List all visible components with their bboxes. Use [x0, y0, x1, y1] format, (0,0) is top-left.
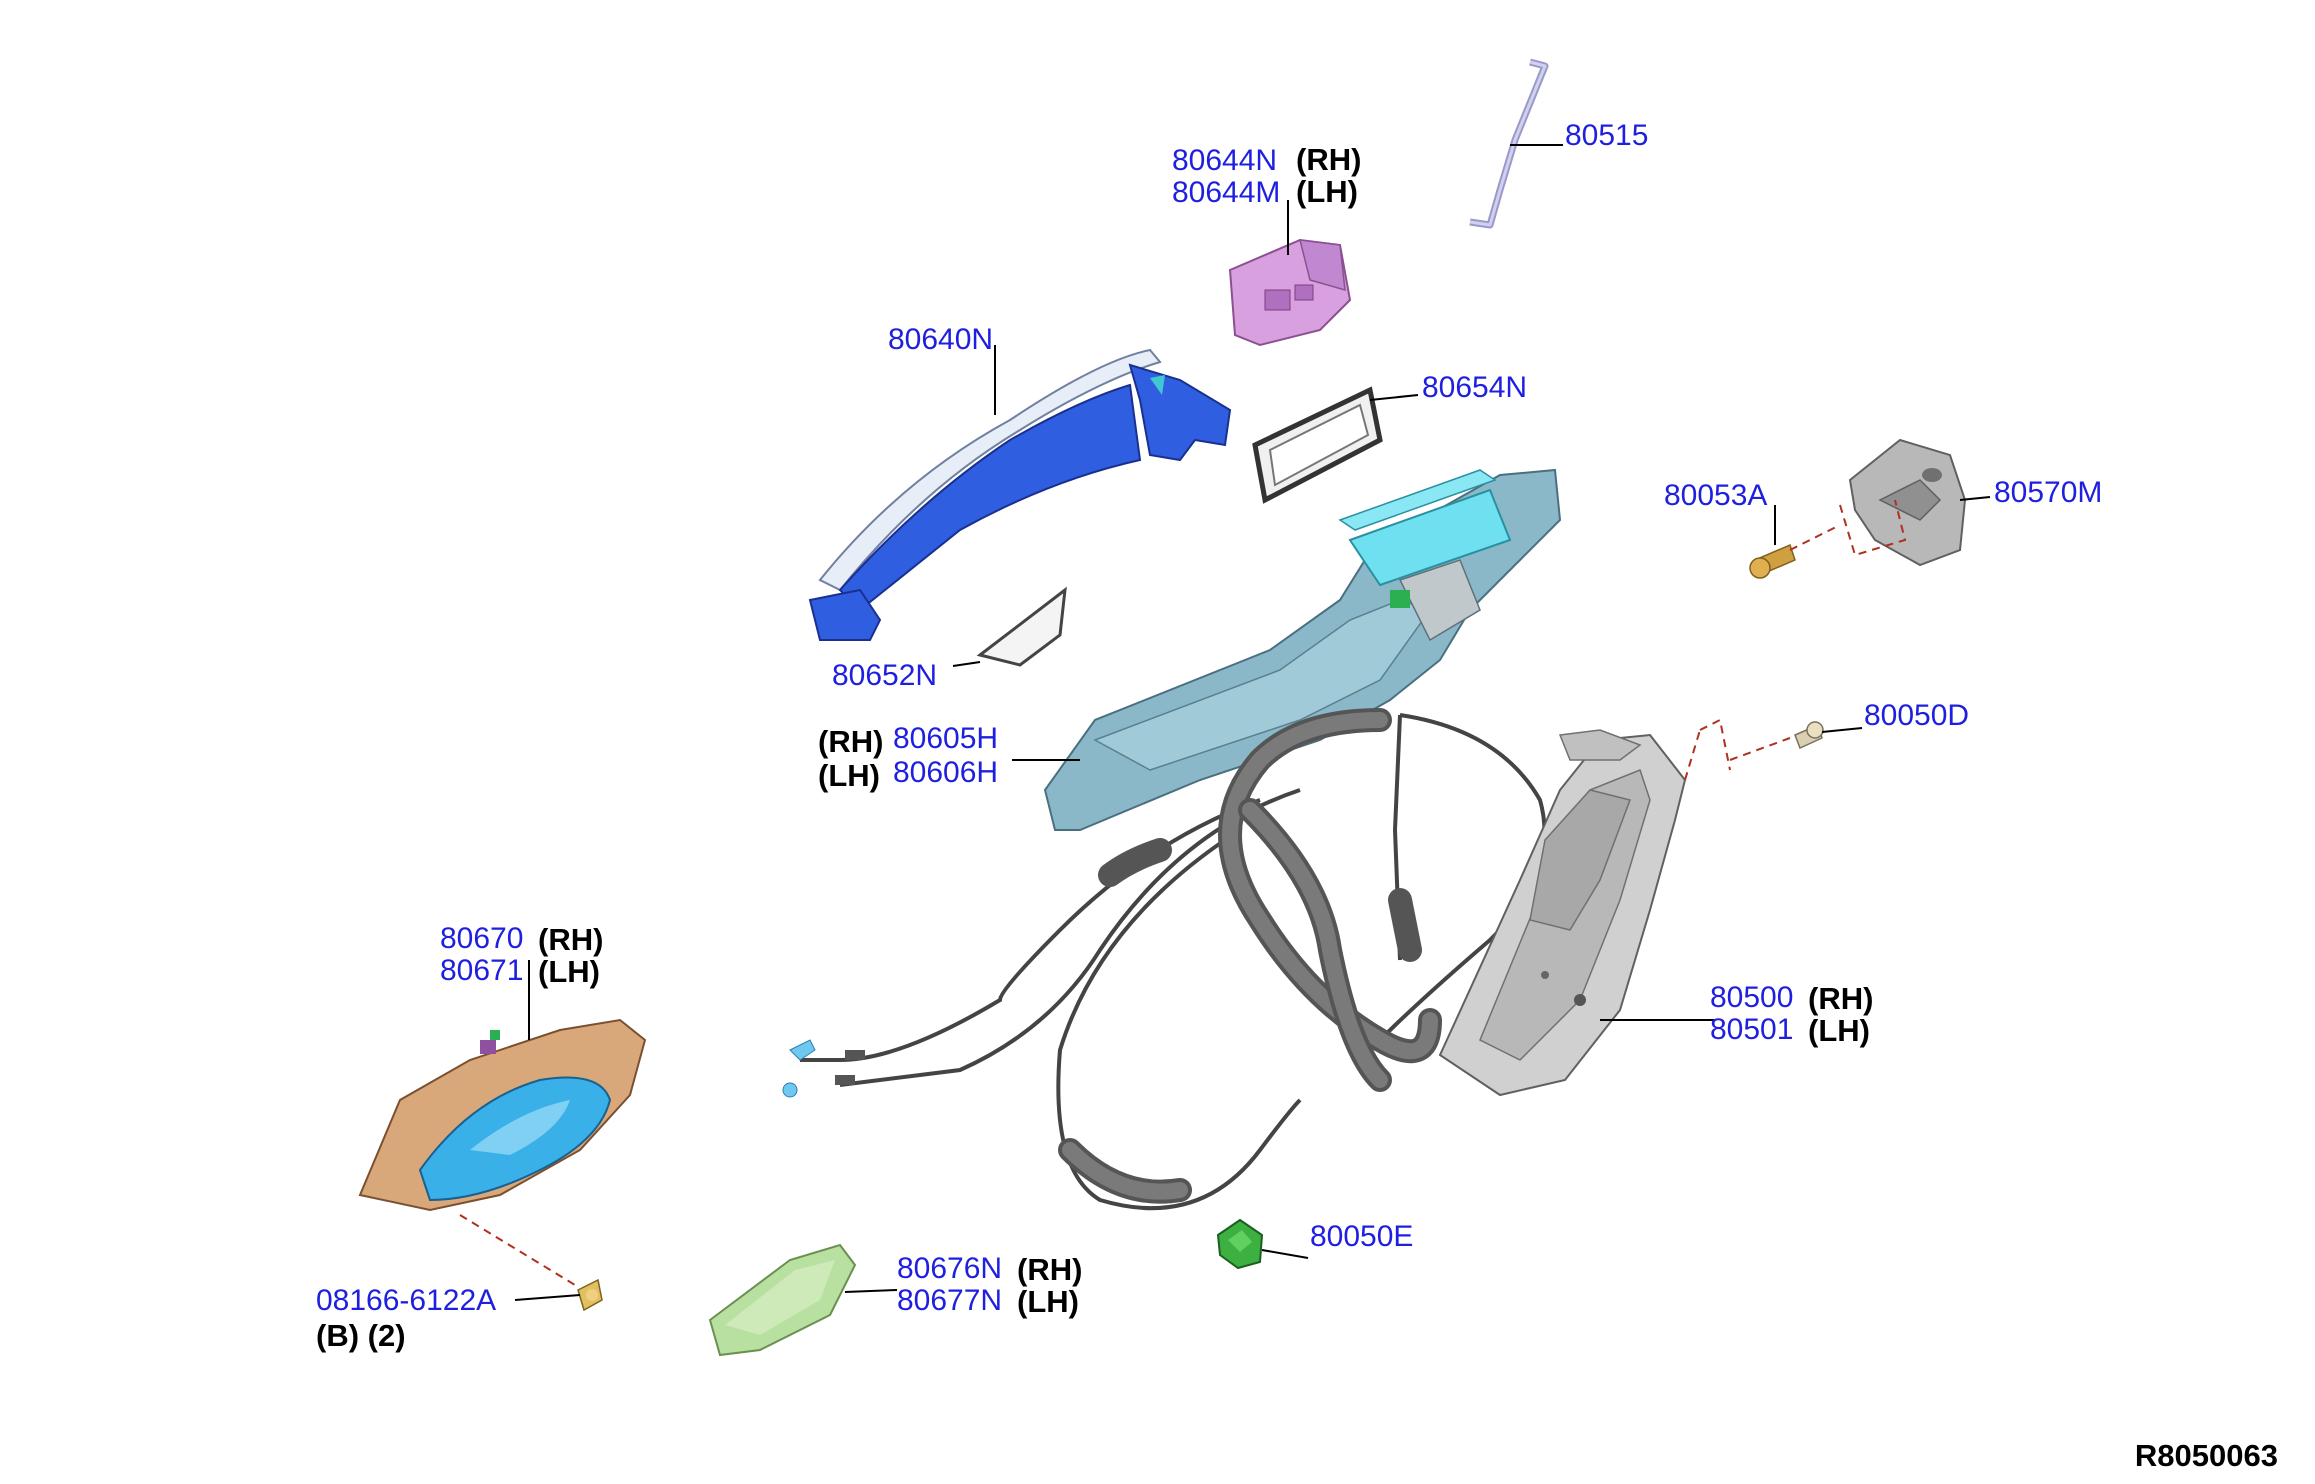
part-number-80570m[interactable]: 80570M — [1994, 476, 2102, 509]
label-80654[interactable]: 80654N — [1422, 371, 1527, 404]
label-80676[interactable]: 80676N (RH) 80677N (LH) — [897, 1252, 1082, 1319]
drawing-id: R8050063 — [2135, 1438, 2278, 1473]
part-number-80644n[interactable]: 80644N — [1172, 144, 1277, 177]
side-lh: (LH) — [818, 758, 880, 793]
side-rh: (RH) — [1808, 981, 1873, 1016]
screw-80053a — [1749, 543, 1796, 579]
side-lh: (LH) — [538, 954, 600, 989]
gasket-80652 — [976, 586, 1067, 667]
leader-lines — [514, 144, 1991, 1301]
cables — [782, 708, 1547, 1211]
part-number-80500[interactable]: 80500 — [1710, 981, 1793, 1014]
label-80640[interactable]: 80640N — [888, 323, 993, 356]
inside-handle-80670 — [358, 1018, 647, 1212]
label-80570[interactable]: 80570M — [1994, 476, 2102, 509]
label-80053[interactable]: 80053A — [1664, 479, 1767, 512]
side-lh: (LH) — [1017, 1284, 1079, 1319]
side-lh: (LH) — [1808, 1013, 1870, 1048]
label-80515[interactable]: 80515 — [1565, 119, 1648, 152]
part-number-80515[interactable]: 80515 — [1565, 119, 1648, 152]
label-80050d[interactable]: 80050D — [1864, 699, 1969, 732]
label-80670[interactable]: 80670 (RH) 80671 (LH) — [440, 922, 603, 989]
part-number-80501[interactable]: 80501 — [1710, 1013, 1793, 1046]
rod-80515 — [1469, 58, 1549, 229]
label-80605[interactable]: (RH) 80605H (LH) 80606H — [818, 722, 998, 793]
bolt-08166 — [577, 1278, 603, 1312]
striker-80570 — [1848, 438, 1967, 567]
gasket-80654 — [1252, 386, 1383, 504]
side-lh: (LH) — [1296, 174, 1358, 209]
side-rh: (RH) — [1296, 142, 1361, 177]
part-number-80605h[interactable]: 80605H — [893, 722, 998, 755]
part-number-80644m[interactable]: 80644M — [1172, 176, 1280, 209]
part-number-80671[interactable]: 80671 — [440, 954, 523, 987]
quantity-note: (B) (2) — [316, 1318, 406, 1353]
part-number-80606h[interactable]: 80606H — [893, 756, 998, 789]
label-80500[interactable]: 80500 (RH) 80501 (LH) — [1710, 981, 1873, 1048]
screw-80050d — [1794, 721, 1824, 750]
part-number-80670[interactable]: 80670 — [440, 922, 523, 955]
part-number-80050d[interactable]: 80050D — [1864, 699, 1969, 732]
cover-80676 — [708, 1243, 857, 1357]
part-number-80677n[interactable]: 80677N — [897, 1284, 1002, 1317]
installation-lines — [459, 499, 1907, 1286]
part-number-80640n[interactable]: 80640N — [888, 323, 993, 356]
side-rh: (RH) — [818, 724, 883, 759]
part-number-80676n[interactable]: 80676N — [897, 1252, 1002, 1285]
outside-handle-80640 — [808, 348, 1232, 641]
door-lock-actuator-80500 — [1438, 729, 1687, 1097]
part-number-80652n[interactable]: 80652N — [832, 659, 937, 692]
part-number-80654n[interactable]: 80654N — [1422, 371, 1527, 404]
label-08166[interactable]: 08166-6122A (B) (2) — [316, 1284, 496, 1353]
label-80644[interactable]: 80644N (RH) 80644M (LH) — [1172, 142, 1361, 209]
side-rh: (RH) — [538, 922, 603, 957]
label-80652[interactable]: 80652N — [832, 659, 937, 692]
escutcheon-80644 — [1228, 238, 1352, 347]
part-number-80050e[interactable]: 80050E — [1310, 1220, 1413, 1253]
clip-80050e — [1216, 1218, 1264, 1270]
part-number-80053a[interactable]: 80053A — [1664, 479, 1767, 512]
part-number-08166-6122a[interactable]: 08166-6122A — [316, 1284, 496, 1317]
bracket-80605 — [1043, 468, 1562, 831]
side-rh: (RH) — [1017, 1252, 1082, 1287]
label-80050e[interactable]: 80050E — [1310, 1220, 1413, 1253]
